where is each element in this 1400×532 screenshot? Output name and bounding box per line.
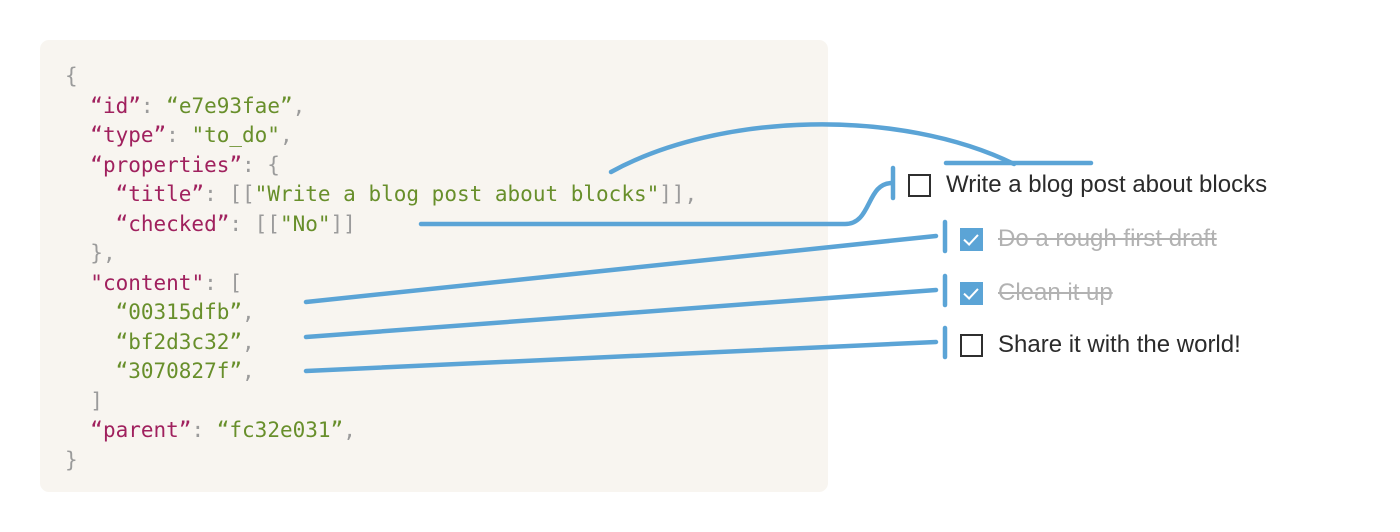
code-token: },: [90, 241, 116, 265]
code-token: ,: [279, 123, 293, 147]
checkbox-unchecked-icon[interactable]: [960, 333, 983, 357]
code-line: “bf2d3c32”,: [65, 328, 697, 358]
code-token: “id”: [90, 93, 141, 118]
code-line: ]: [65, 387, 697, 417]
code-line: “checked”: [["No"]]: [65, 210, 697, 240]
code-token: : [: [204, 270, 243, 295]
todo-item-label[interactable]: Do a rough first draft: [998, 225, 1217, 252]
json-code-panel: { “id”: “e7e93fae”, “type”: "to_do", “pr…: [40, 40, 828, 492]
checkbox-unchecked-icon[interactable]: [908, 173, 931, 197]
code-line: “type”: "to_do",: [65, 121, 697, 151]
code-token: :: [191, 418, 217, 442]
checkbox-checked-icon[interactable]: [960, 227, 983, 251]
code-token: “checked”: [115, 211, 230, 236]
code-line: },: [65, 239, 697, 269]
code-token: “type”: [90, 123, 167, 147]
checkbox-checked-icon[interactable]: [960, 281, 983, 305]
code-token: “00315dfb”: [115, 300, 243, 324]
code-token: : {: [242, 152, 280, 177]
code-token: “properties”: [90, 152, 243, 177]
code-token: ,: [242, 300, 255, 324]
code-line: “properties”: {: [65, 151, 697, 181]
json-code-block: { “id”: “e7e93fae”, “type”: "to_do", “pr…: [65, 62, 697, 475]
code-token: }: [65, 447, 78, 472]
code-token: “title”: [115, 182, 205, 206]
code-token: “3070827f”: [115, 359, 243, 383]
code-line: “00315dfb”,: [65, 298, 697, 328]
code-token: ,: [242, 329, 255, 354]
code-token: :: [166, 123, 192, 147]
todo-item-1[interactable]: Write a blog post about blocks: [908, 170, 1267, 200]
code-line: “3070827f”,: [65, 357, 697, 387]
code-token: ]]: [330, 211, 356, 236]
code-line: “id”: “e7e93fae”,: [65, 92, 697, 122]
code-token: “fc32e031”: [216, 418, 344, 442]
todo-item-4[interactable]: Share it with the world!: [960, 330, 1241, 360]
code-token: “parent”: [90, 418, 192, 442]
code-token: :: [140, 93, 167, 118]
todo-item-2[interactable]: Do a rough first draft: [960, 224, 1217, 254]
todo-item-label[interactable]: Clean it up: [998, 279, 1113, 306]
todo-item-label[interactable]: Share it with the world!: [998, 331, 1241, 358]
code-token: "content": [90, 270, 205, 295]
code-token: ]: [90, 388, 103, 413]
code-line: }: [65, 446, 697, 476]
todo-item-label[interactable]: Write a blog post about blocks: [946, 171, 1268, 198]
code-token: “e7e93fae”: [166, 93, 293, 118]
code-token: "No": [279, 211, 331, 236]
code-token: {: [65, 64, 78, 88]
code-token: "to_do": [191, 123, 280, 147]
todo-item-3[interactable]: Clean it up: [960, 278, 1113, 308]
code-token: ,: [343, 418, 356, 442]
code-token: ,: [292, 93, 306, 118]
code-line: “parent”: “fc32e031”,: [65, 416, 697, 446]
code-token: “bf2d3c32”: [115, 329, 243, 354]
code-token: "Write a blog post about blocks": [254, 182, 660, 206]
code-token: ,: [242, 359, 255, 383]
code-token: ]],: [659, 182, 698, 206]
code-line: {: [65, 62, 697, 92]
code-line: "content": [: [65, 269, 697, 299]
code-token: : [[: [204, 182, 255, 206]
code-line: “title”: [["Write a blog post about bloc…: [65, 180, 698, 210]
code-token: : [[: [229, 211, 280, 236]
